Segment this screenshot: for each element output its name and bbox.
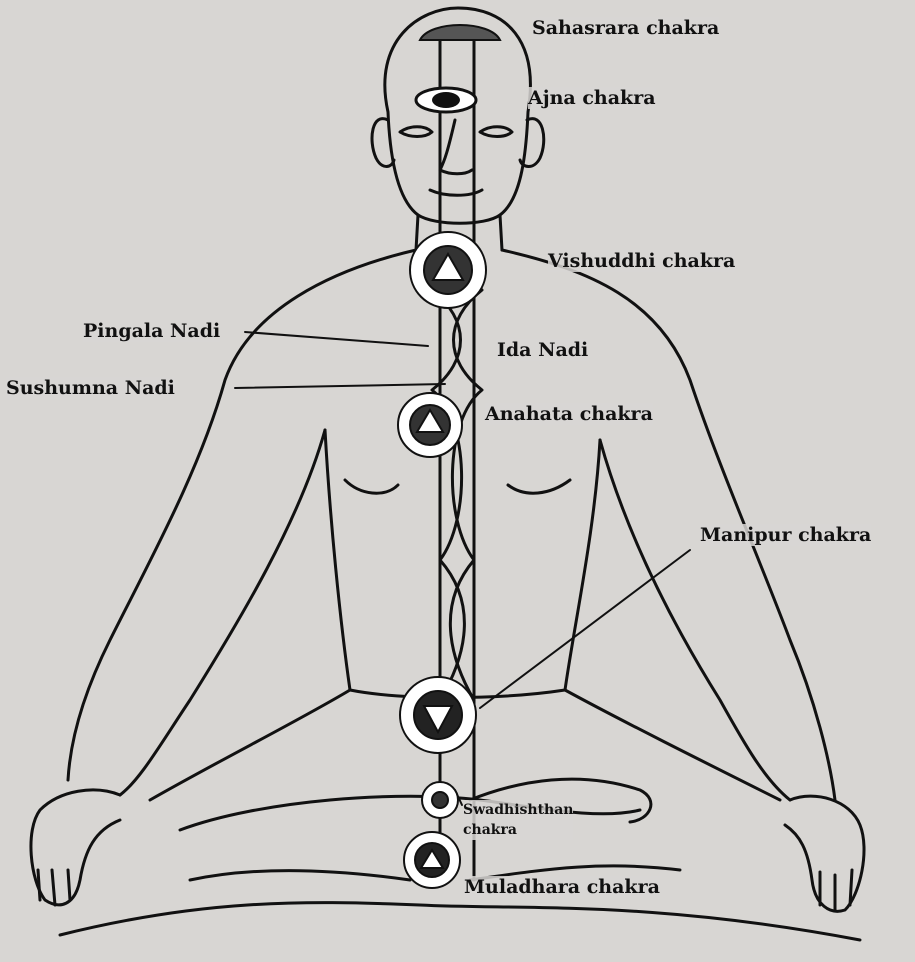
right-leg-top xyxy=(565,690,780,800)
label-manipur-chakra: Manipur chakra xyxy=(700,524,871,546)
left-fingers xyxy=(38,870,70,905)
legs-bottom xyxy=(60,903,860,940)
anahata-chakra-lotus xyxy=(398,393,462,457)
label-swadhishthan-line2: chakra xyxy=(463,820,573,840)
right-fingers xyxy=(820,870,852,910)
label-anahata-chakra: Anahata chakra xyxy=(485,403,653,425)
label-sahasrara-chakra: Sahasrara chakra xyxy=(532,17,719,39)
torso-right xyxy=(565,440,600,690)
torso-left xyxy=(325,430,350,690)
label-ajna-chakra: Ajna chakra xyxy=(528,87,656,109)
right-inner-arm xyxy=(600,440,790,800)
label-vishuddhi-chakra: Vishuddhi chakra xyxy=(548,250,735,272)
nose xyxy=(440,120,472,174)
sahasrara-crown xyxy=(420,25,500,40)
label-swadhishthan-line1: Swadhishthan xyxy=(463,800,573,820)
label-pingala-nadi: Pingala Nadi xyxy=(83,320,220,342)
sushumna-pointer xyxy=(235,384,445,388)
label-sushumna-nadi: Sushumna Nadi xyxy=(6,377,175,399)
neck-left xyxy=(416,215,418,250)
chest-left xyxy=(345,480,398,493)
neck-right xyxy=(500,215,502,250)
right-eye xyxy=(480,127,512,137)
pingala-pointer xyxy=(245,332,428,346)
swadhishthan-chakra-lotus xyxy=(422,782,458,818)
muladhara-chakra-lotus xyxy=(404,832,460,888)
left-eye xyxy=(400,127,432,137)
pingala-nadi-line xyxy=(450,290,482,700)
shin-left xyxy=(190,871,410,880)
chest-right xyxy=(508,480,570,493)
label-muladhara-chakra: Muladhara chakra xyxy=(464,876,660,898)
left-inner-arm xyxy=(120,430,325,795)
left-hand xyxy=(31,790,120,905)
manipur-chakra-lotus xyxy=(400,677,476,753)
label-ida-nadi: Ida Nadi xyxy=(497,339,588,361)
vishuddhi-chakra-lotus xyxy=(410,232,486,308)
right-hand xyxy=(785,796,864,911)
left-leg-top xyxy=(150,690,350,800)
label-swadhishthan-chakra: Swadhishthan chakra xyxy=(463,800,573,840)
ida-nadi-line xyxy=(432,290,464,700)
